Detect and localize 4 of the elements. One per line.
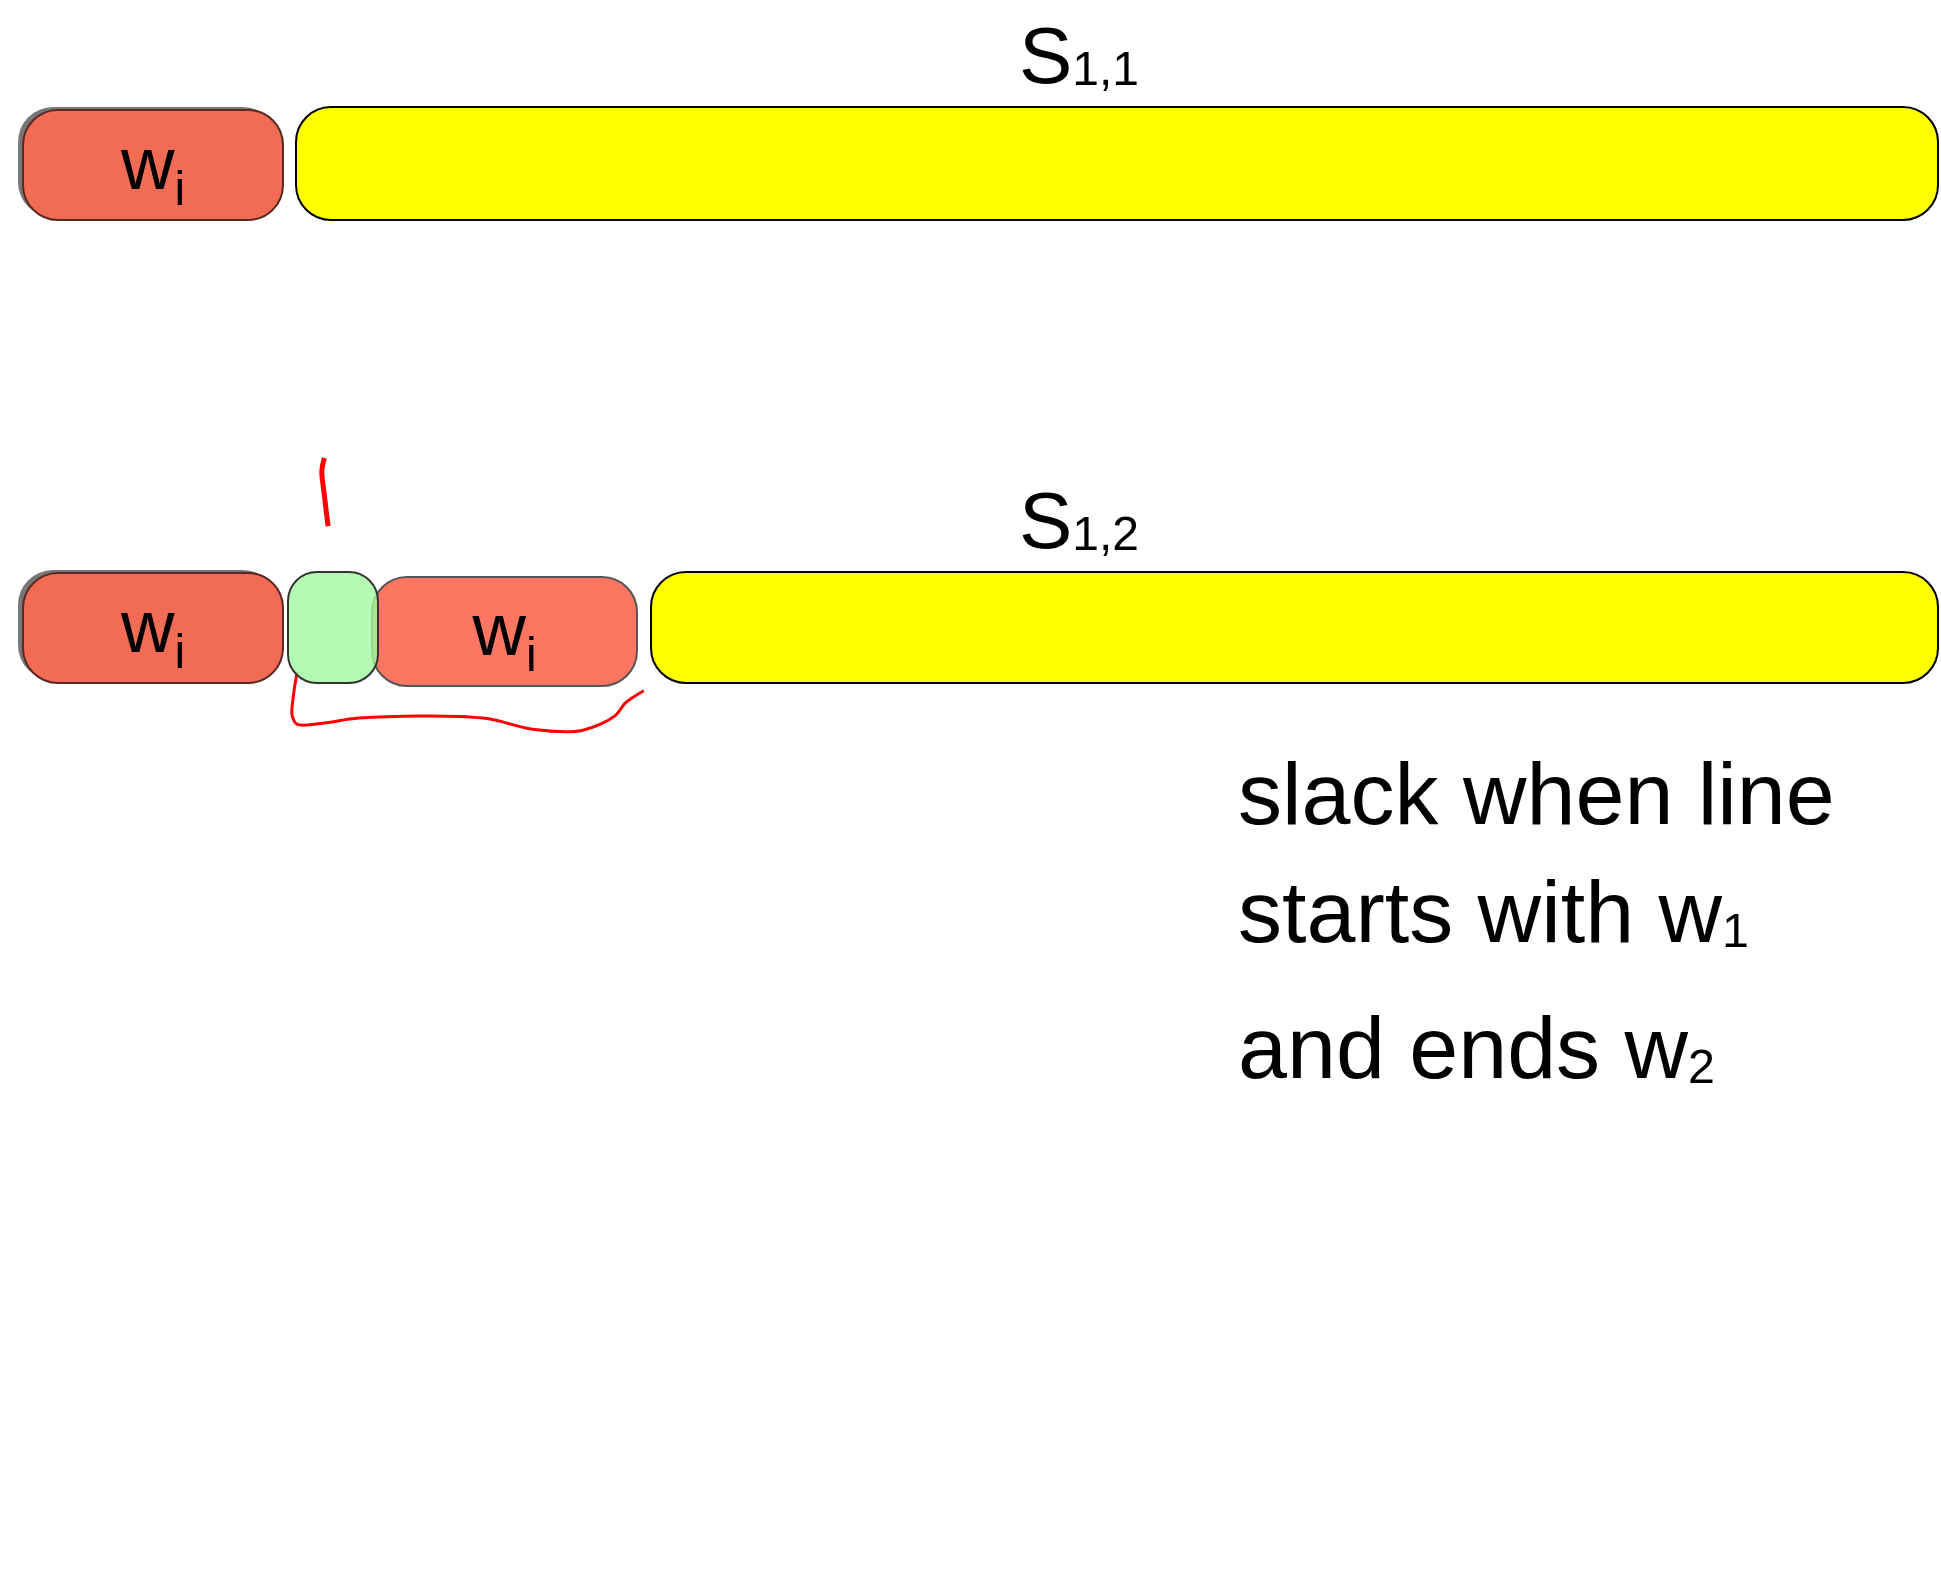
word-label: w$_{i}$ (472, 593, 537, 678)
word-label: w$_{i}$ (120, 126, 186, 212)
gap-box (287, 571, 379, 684)
word-label: w$_{i}$ (120, 589, 186, 675)
